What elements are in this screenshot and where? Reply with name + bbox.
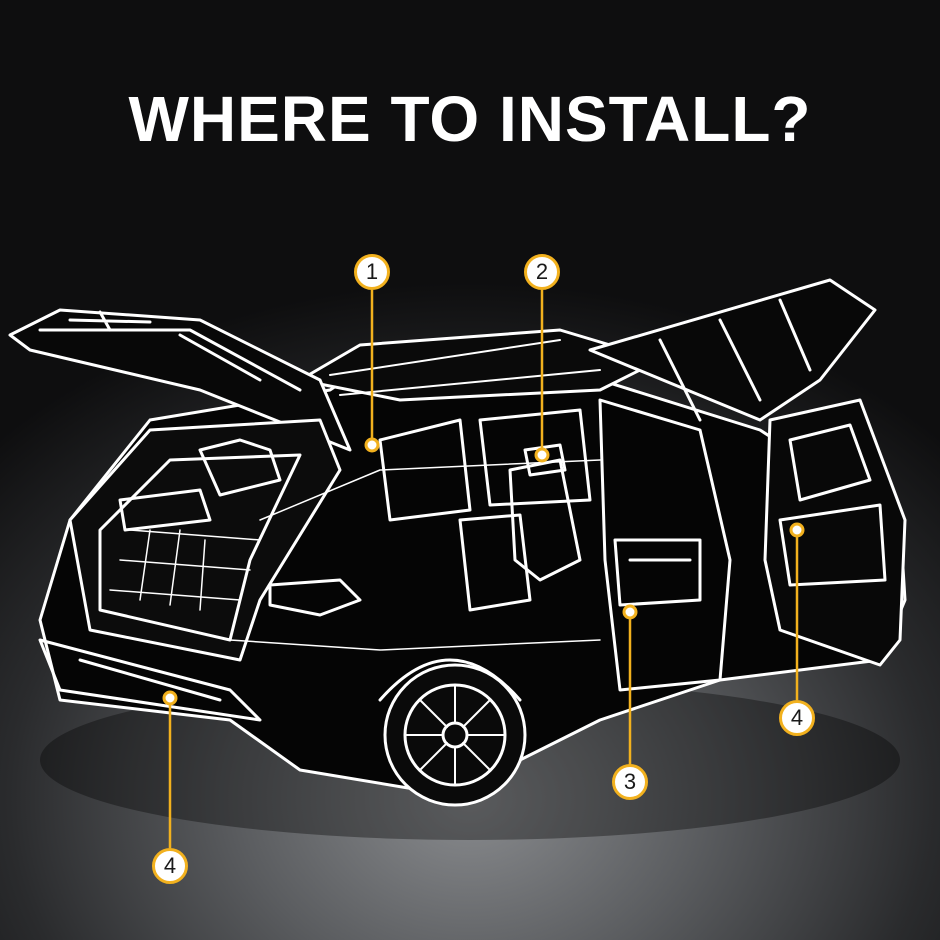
mount-point-1 (364, 437, 380, 453)
marker-4-door-badge: 4 (779, 700, 815, 736)
marker-2-badge: 2 (524, 254, 560, 290)
mount-point-4-bumper (162, 690, 178, 706)
marker-1-badge: 1 (354, 254, 390, 290)
marker-4-bumper-badge: 4 (152, 848, 188, 884)
mount-point-3 (622, 604, 638, 620)
marker-3-badge: 3 (612, 764, 648, 800)
mount-point-2 (534, 447, 550, 463)
mount-point-4-door (789, 522, 805, 538)
page-title: WHERE TO INSTALL? (128, 83, 812, 155)
